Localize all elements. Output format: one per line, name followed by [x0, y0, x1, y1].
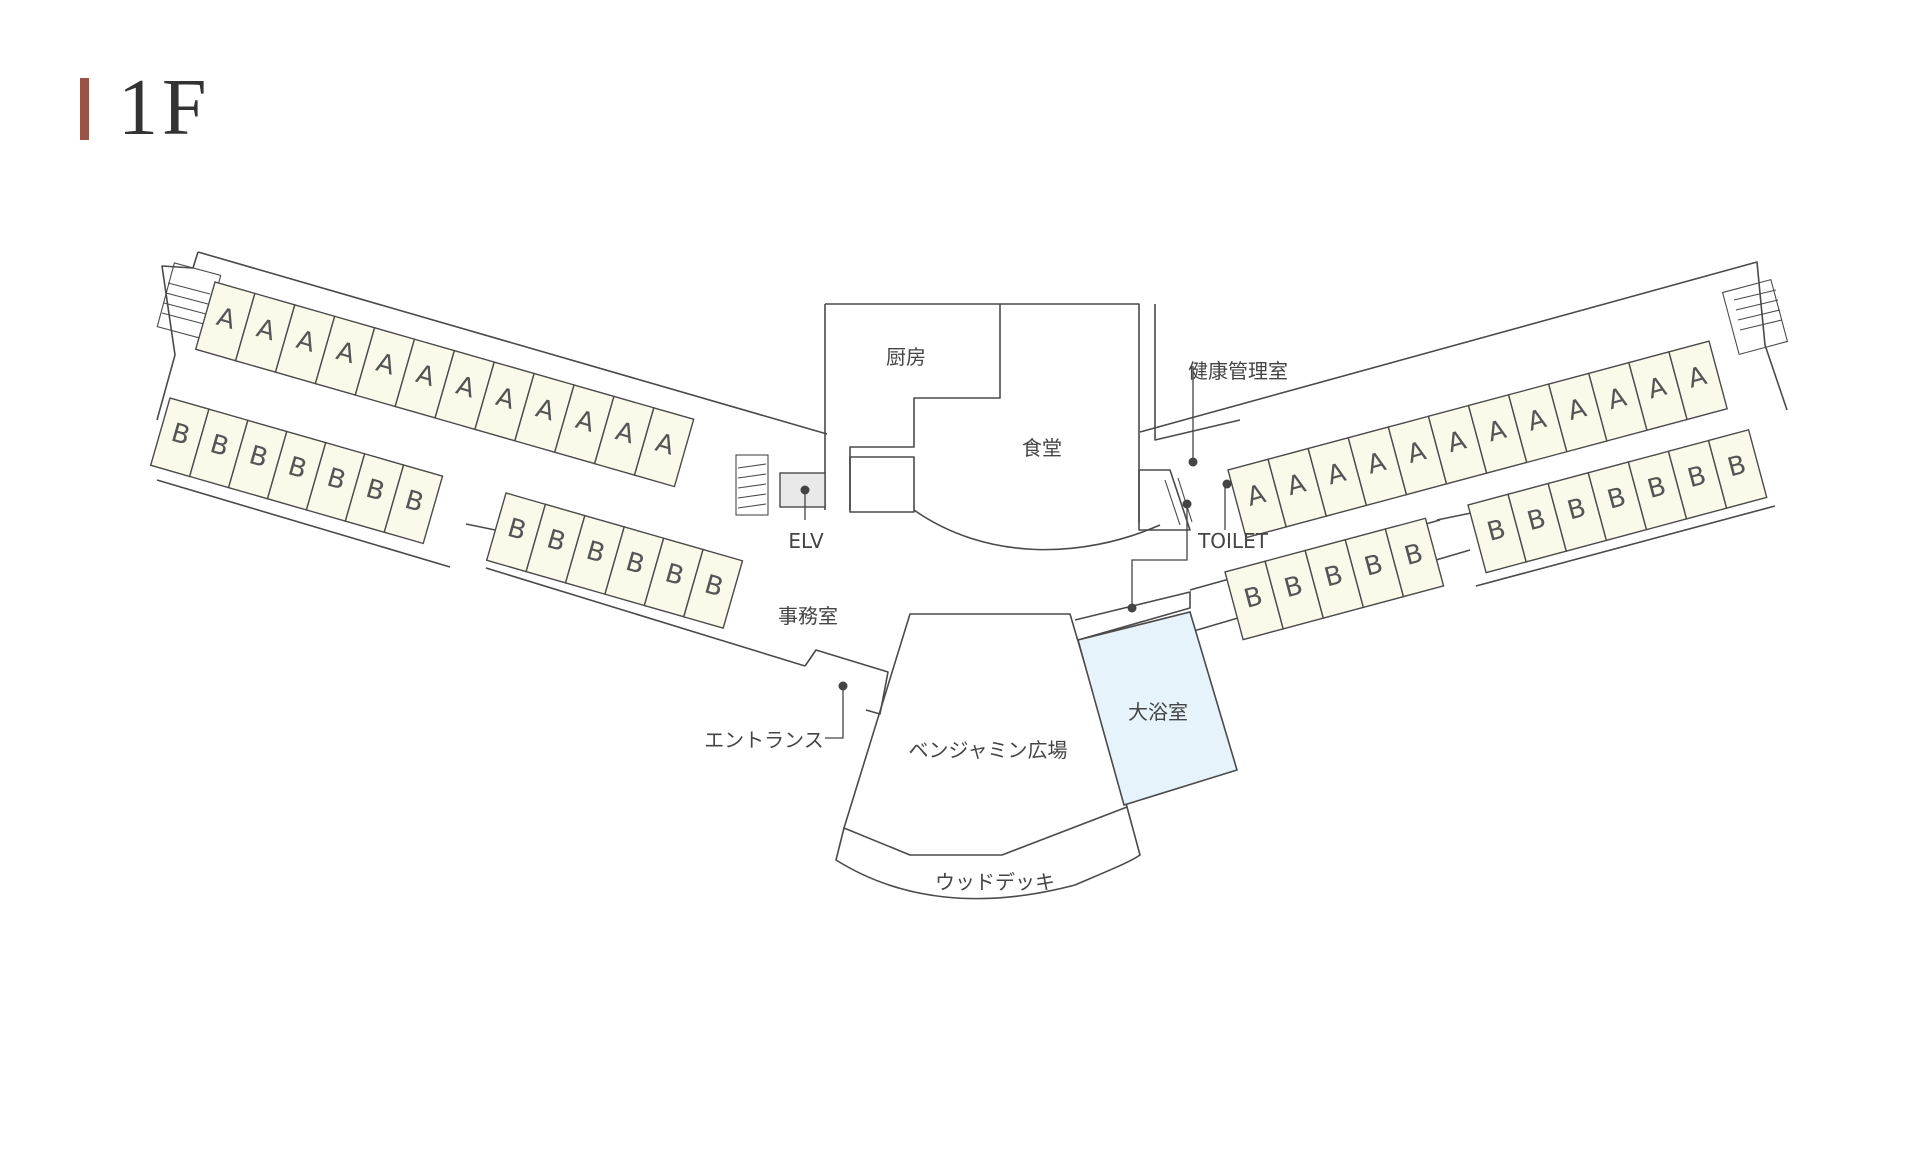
toilet-leader-2 — [1131, 504, 1188, 608]
dining-label: 食堂 — [1022, 436, 1062, 460]
deck-label: ウッドデッキ — [935, 870, 1055, 894]
unit-cell — [1384, 517, 1445, 598]
left-inner-corridor-wall — [485, 567, 806, 667]
dining-curved-wall — [913, 509, 1161, 551]
bath-room-area — [1077, 611, 1238, 807]
entrance-label: エントランス — [704, 728, 824, 752]
elv-label: ELV — [788, 529, 824, 553]
left-outer-b-back-wall — [156, 479, 451, 568]
unit-cell — [682, 548, 744, 629]
right-connector-wall — [1436, 511, 1477, 521]
health-room-walls — [1154, 304, 1241, 441]
toilet-label: TOILET — [1197, 529, 1269, 553]
bath-label: 大浴室 — [1128, 700, 1188, 724]
elv-marker-icon — [800, 485, 810, 495]
entrance-marker-icon — [838, 681, 848, 691]
kitchen-walls — [825, 303, 1001, 510]
floor-title: 1F — [118, 64, 211, 152]
stairs-left-inner-icon — [735, 454, 769, 516]
entrance-vestibule — [804, 649, 889, 715]
health-room-label: 健康管理室 — [1188, 359, 1288, 383]
stairs-right-top-icon — [1721, 278, 1789, 356]
unit-cell — [383, 464, 444, 545]
floor-accent-bar — [80, 78, 89, 140]
kitchen-label: 厨房 — [886, 345, 926, 369]
left-wing-outer-wall — [197, 251, 828, 435]
elevator-shaft — [779, 472, 826, 508]
toilet-marker-2-icon — [1222, 479, 1232, 489]
bath-corridor-marker-icon — [1127, 603, 1137, 613]
unit-cell — [1668, 340, 1729, 421]
service-room — [849, 456, 915, 513]
toilet-marker-icon — [1182, 499, 1192, 509]
toilet-room — [1138, 469, 1191, 531]
unit-cell — [1707, 428, 1768, 510]
stairs-left-top-icon — [156, 262, 222, 340]
unit-cell — [633, 406, 695, 488]
office-label: 事務室 — [778, 604, 838, 628]
deck-outline — [835, 806, 1141, 900]
plaza-label: ベンジャミン広場 — [909, 738, 1068, 762]
health-marker-icon — [1188, 457, 1198, 467]
right-outer-b-back-wall — [1475, 505, 1776, 587]
left-wing-end-wall — [156, 251, 199, 421]
entrance-leader — [825, 686, 844, 739]
dining-walls — [1000, 303, 1140, 523]
